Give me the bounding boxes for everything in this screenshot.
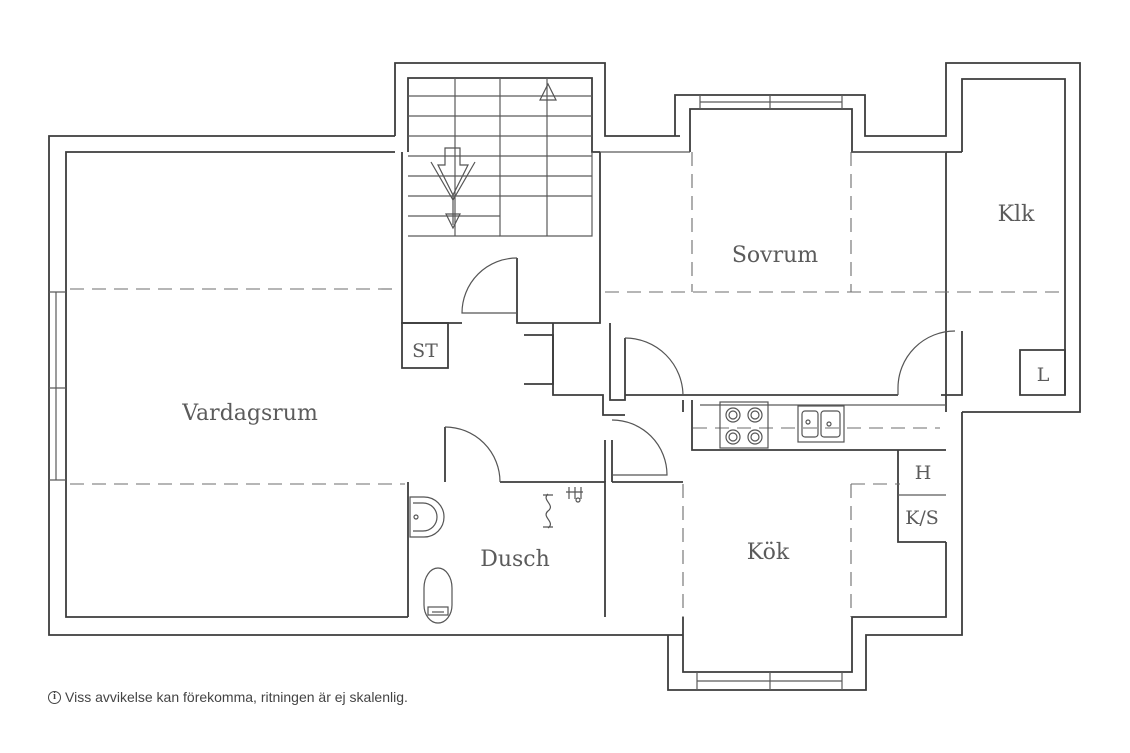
fixture-label-st: ST — [412, 340, 438, 362]
room-label-dusch: Dusch — [480, 547, 550, 572]
slope-lines — [70, 152, 1062, 617]
interior-walls — [401, 78, 1066, 617]
exterior-walls — [48, 62, 1081, 691]
doors — [444, 257, 956, 483]
toilet-icon — [423, 567, 453, 624]
info-icon: i — [48, 690, 61, 704]
room-label-sovrum: Sovrum — [732, 243, 818, 268]
staircase — [408, 78, 592, 237]
sink-icon — [797, 405, 845, 443]
fixture-label-l: L — [1037, 364, 1050, 386]
room-label-kok: Kök — [747, 540, 790, 565]
fixture-label-ks: K/S — [905, 507, 939, 529]
room-label-vardagsrum: Vardagsrum — [181, 401, 318, 426]
disclaimer: i Viss avvikelse kan förekomma, ritninge… — [48, 689, 408, 705]
disclaimer-text: Viss avvikelse kan förekomma, ritningen … — [65, 689, 408, 705]
washbasin-icon — [409, 496, 445, 538]
stove-icon — [719, 401, 769, 449]
fixture-label-h: H — [915, 462, 932, 484]
room-label-klk: Klk — [998, 202, 1035, 227]
shower-icon — [543, 487, 583, 529]
